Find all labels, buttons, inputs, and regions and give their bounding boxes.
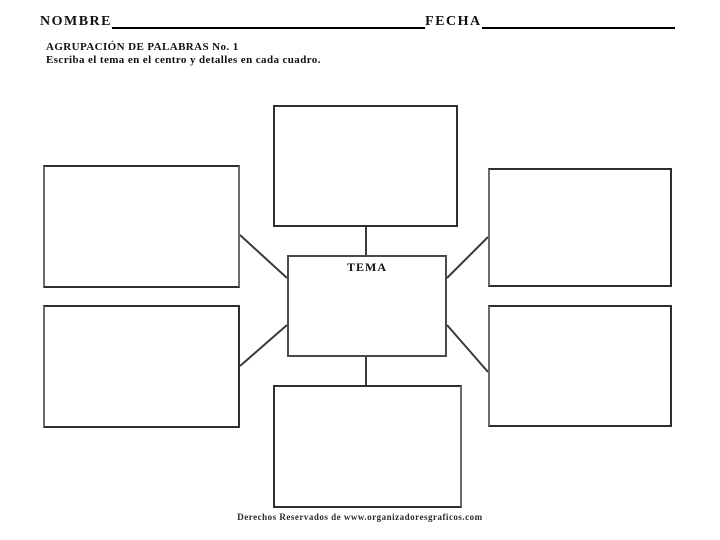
connector-top-left [239, 234, 288, 279]
tema-label: TEMA [347, 260, 387, 274]
worksheet-title: AGRUPACIÓN DE PALABRAS No. 1 [46, 41, 239, 53]
tema-box: TEMA [287, 255, 447, 357]
instruction-text: Escriba el tema en el centro y detalles … [46, 54, 321, 66]
detail-box-bottom [273, 385, 462, 508]
connector-bottom-right [446, 324, 489, 373]
name-fill-line [112, 27, 426, 29]
connector-bottom-left [239, 324, 288, 367]
connector-top-right [446, 236, 489, 279]
detail-box-top-right [488, 168, 672, 287]
date-label: FECHA [425, 14, 482, 29]
name-label: NOMBRE [40, 14, 112, 29]
detail-box-top [273, 105, 458, 227]
date-fill-line [481, 27, 675, 29]
detail-box-top-left [43, 165, 240, 288]
detail-box-bottom-left [43, 305, 240, 428]
header: NOMBRE FECHA [40, 12, 675, 30]
footer-copyright: Derechos Reservados de www.organizadores… [237, 512, 483, 522]
title-block: AGRUPACIÓN DE PALABRAS No. 1 Escriba el … [46, 41, 321, 67]
detail-box-bottom-right [488, 305, 672, 427]
